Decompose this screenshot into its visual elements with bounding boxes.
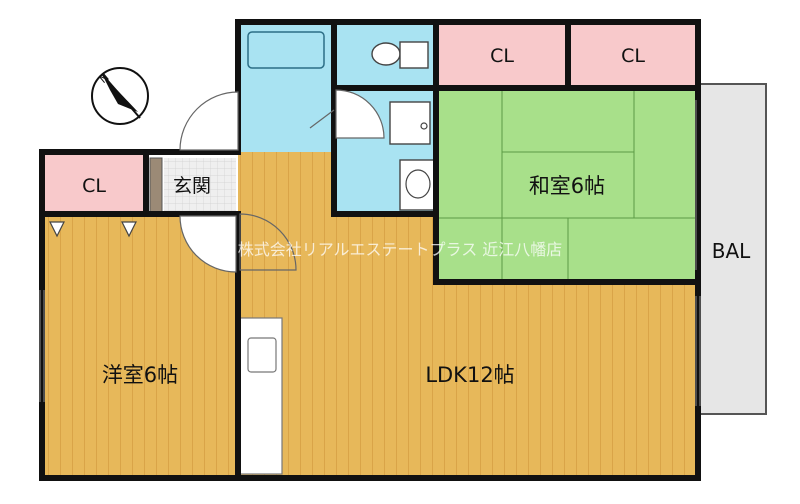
walls (39, 19, 701, 481)
closet-top-left-label: CL (490, 45, 514, 67)
closet-door-marks (49, 221, 137, 238)
closet-left-label: CL (82, 175, 106, 197)
entrance-label: 玄関 (173, 175, 211, 197)
watermark: 株式会社リアルエステートプラス 近江八幡店 (238, 240, 563, 259)
shoe-cabinet (149, 157, 163, 213)
washitsu-room (436, 88, 698, 282)
balcony-label: BAL (712, 239, 751, 263)
closet-left-area (42, 152, 146, 214)
closet-top-left-area (436, 22, 568, 88)
north-arrow-icon: N (91, 67, 149, 125)
ldk-floor (238, 152, 698, 478)
windows (39, 100, 701, 406)
door-swings (179, 89, 385, 273)
wash-basin-icon (389, 101, 431, 145)
kitchen-sink-icon (247, 337, 277, 373)
closet-top-right-area (568, 22, 698, 88)
closet-top-right-label: CL (621, 45, 645, 67)
entrance-tile (164, 158, 236, 212)
ldk-label: LDK12帖 (425, 363, 514, 387)
balcony (697, 83, 767, 415)
washing-machine-space (399, 159, 435, 211)
bathtub-icon (247, 31, 325, 69)
washitsu-label: 和室6帖 (529, 174, 605, 198)
toilet-icon (371, 41, 429, 69)
youshitsu-label: 洋室6帖 (102, 363, 178, 387)
